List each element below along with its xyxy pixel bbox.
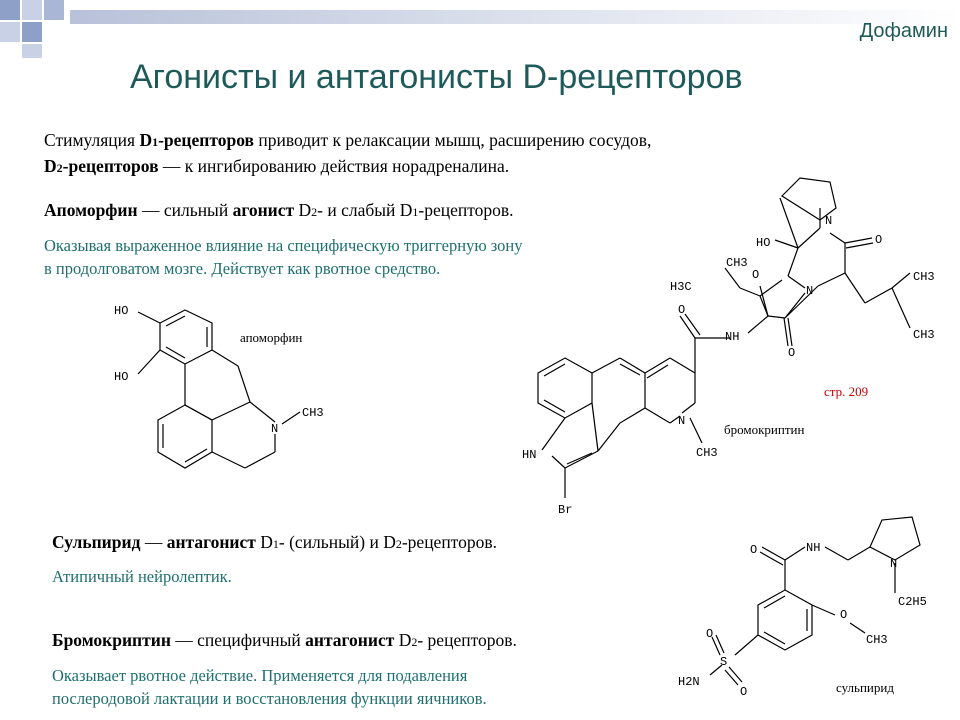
sulpiride-o-amide: O xyxy=(750,543,757,557)
apomorphine-name: Апоморфин xyxy=(44,200,138,220)
bromocriptine-nh: NH xyxy=(725,330,739,344)
bromocriptine-h3c: H3C xyxy=(670,280,692,294)
sulpiride-note: Атипичный нейролептик. xyxy=(52,567,232,586)
topic-label: Дофамин xyxy=(859,20,948,42)
apomorphine-note-1: Оказывая выраженное влияние на специфиче… xyxy=(44,236,523,255)
apomorphine-ch3: CH3 xyxy=(302,406,324,420)
apomorphine-dash: — сильный xyxy=(137,200,233,220)
sulpiride-name: Сульпирид xyxy=(52,532,141,552)
bromocriptine-note: Оказывает рвотное действие. Применяется … xyxy=(52,664,487,710)
intro-d: D xyxy=(139,130,153,150)
intro-text-2: — к ингибированию действия норадреналина… xyxy=(158,156,510,176)
apomorphine-n: N xyxy=(271,422,278,436)
bromocriptine-d: D xyxy=(394,630,412,650)
bromocriptine-ch3-n: CH3 xyxy=(696,446,718,460)
sulpiride-o-s2: O xyxy=(740,685,747,699)
apomorphine-dsub: 2 xyxy=(311,205,318,219)
apomorphine-structure: HO HO N CH3 xyxy=(114,304,324,469)
bromocriptine-o-ring: O xyxy=(752,268,759,282)
apomorphine-end: -рецепторов. xyxy=(418,200,514,220)
bromocriptine-n-top: N xyxy=(825,214,832,228)
bromocriptine-o-top: O xyxy=(875,233,882,247)
bromocriptine-dsub: 2 xyxy=(411,635,418,649)
apomorphine-ho-1: HO xyxy=(114,304,128,318)
bromocriptine-n-ring: N xyxy=(678,414,685,428)
sulpiride-o-s1: O xyxy=(706,627,713,641)
bromocriptine-end: - рецепторов. xyxy=(417,630,517,650)
apomorphine-ho-2: HO xyxy=(114,370,128,384)
apomorphine-note: Оказывая выраженное влияние на специфиче… xyxy=(44,234,523,280)
bromocriptine-ch3-iso-1: CH3 xyxy=(913,270,935,284)
sulpiride-structure: O NH N C2H5 O CH3 S O O H2N xyxy=(678,516,927,699)
intro-line-2: D2-рецепторов — к ингибированию действия… xyxy=(44,154,509,180)
bromocriptine-hn: HN xyxy=(522,448,536,462)
sulpiride-midsub: 2 xyxy=(395,537,402,551)
sulpiride-h2n: H2N xyxy=(678,675,700,689)
sulpiride-d: D xyxy=(255,532,273,552)
intro-receptors: -рецепторов xyxy=(158,130,254,150)
intro-line-1: Стимуляция D1-рецепторов приводит к рела… xyxy=(44,128,651,154)
intro-sub2: 2 xyxy=(56,161,63,175)
sulpiride-o-ether: O xyxy=(840,608,847,622)
bromocriptine-note-1: Оказывает рвотное действие. Применяется … xyxy=(52,666,468,685)
apomorphine-note-2: в продолговатом мозге. Действует как рво… xyxy=(44,259,441,278)
bromocriptine-note-2: послеродовой лактации и восстановления ф… xyxy=(52,689,487,708)
bromocriptine-name: Бромокриптин xyxy=(52,630,171,650)
sulpiride-n: N xyxy=(890,557,897,571)
sulpiride-antagonist: антагонист xyxy=(166,532,256,552)
sulpiride-label: сульпирид xyxy=(836,680,894,695)
bromocriptine-antagonist: антагонист xyxy=(305,630,395,650)
bromocriptine-structure: HO CH3 O H3C O NH N O N O CH3 CH3 N CH3 … xyxy=(522,177,935,517)
intro-text-end: приводит к релаксации мышц, расширению с… xyxy=(253,130,652,150)
apomorphine-agonist: агонист xyxy=(232,200,295,220)
bromocriptine-heading: Бромокриптин — специфичный антагонист D2… xyxy=(52,628,517,654)
apomorphine-d: D xyxy=(294,200,312,220)
bromocriptine-ch3-iso-2: CH3 xyxy=(913,328,935,342)
sulpiride-s: S xyxy=(720,655,727,669)
bromocriptine-br: Br xyxy=(558,503,572,517)
sulpiride-heading: Сульпирид — антагонист D1- (сильный) и D… xyxy=(52,530,497,556)
sulpiride-mid: - (сильный) и D xyxy=(278,532,396,552)
apomorphine-rest: - и слабый D xyxy=(317,200,413,220)
apomorphine-label: апоморфин xyxy=(240,330,303,345)
sulpiride-dsub: 1 xyxy=(272,537,279,551)
intro-text: Стимуляция xyxy=(44,130,140,150)
sulpiride-dash: — xyxy=(140,532,167,552)
sulpiride-nh: NH xyxy=(806,541,820,555)
page-title: Агонисты и антагонисты D-рецепторов xyxy=(130,58,743,96)
header-decoration xyxy=(0,0,960,58)
apomorphine-heading: Апоморфин — сильный агонист D2- и слабый… xyxy=(44,198,514,224)
bromocriptine-ch3-top: CH3 xyxy=(726,256,748,270)
page-reference: стр. 209 xyxy=(824,384,869,399)
apomorphine-restsub: 1 xyxy=(412,205,419,219)
bromocriptine-label: бромокриптин xyxy=(724,422,805,437)
bromocriptine-n-mid: N xyxy=(806,284,813,298)
sulpiride-c2h5: C2H5 xyxy=(898,595,927,609)
bromocriptine-o-bottom: O xyxy=(788,346,795,360)
bromocriptine-dash: — специфичный xyxy=(170,630,306,650)
sulpiride-ch3: CH3 xyxy=(866,633,888,647)
intro-sub: 1 xyxy=(152,135,159,149)
bromocriptine-ho: HO xyxy=(756,236,770,250)
bromocriptine-o-amide: O xyxy=(678,303,685,317)
intro-d2: D xyxy=(44,156,57,176)
sulpiride-end: -рецепторов. xyxy=(401,532,497,552)
intro-receptors2: -рецепторов xyxy=(62,156,159,176)
